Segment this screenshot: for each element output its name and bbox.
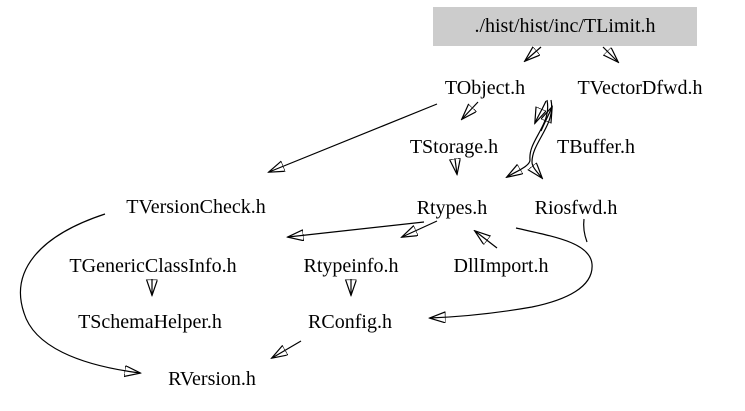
node-tbuffer-h[interactable]: TBuffer.h — [557, 136, 635, 158]
node-tgenericclassinfo-h[interactable]: TGenericClassInfo.h — [69, 255, 237, 277]
edge-dllimport-to-rtypes — [475, 231, 498, 249]
edge-tobject-to-riosfwd — [532, 99, 553, 178]
node-rversion-h[interactable]: RVersion.h — [168, 368, 256, 390]
edge-tobject-to-tbuffer — [535, 100, 547, 123]
edge-tstorage-to-rtypes — [455, 159, 457, 174]
edge-tobject-to-tversioncheck — [269, 103, 438, 172]
node-tvectordfwd-h[interactable]: TVectorDfwd.h — [577, 77, 703, 99]
edge-tlimit-to-tobject — [525, 47, 542, 61]
node-rtypes-h[interactable]: Rtypes.h — [416, 197, 488, 219]
edge-rtypes-to-tgenericclassinfo — [288, 221, 425, 237]
node-tschemahelper-h[interactable]: TSchemaHelper.h — [78, 311, 222, 333]
root-node-tlimit: ./hist/hist/inc/TLimit.h — [433, 7, 697, 46]
node-tstorage-h[interactable]: TStorage.h — [409, 136, 499, 158]
node-tversioncheck-h[interactable]: TVersionCheck.h — [126, 196, 266, 218]
node-riosfwd-h[interactable]: Riosfwd.h — [534, 197, 618, 219]
edge-tobject-to-tstorage — [462, 101, 479, 119]
node-rtypeinfo-h[interactable]: Rtypeinfo.h — [303, 255, 399, 277]
edge-tobject-to-rtypes — [507, 99, 549, 177]
edge-rconfig-to-rversion — [272, 340, 302, 358]
node-dllimport-h[interactable]: DllImport.h — [453, 255, 549, 277]
node-rconfig-h[interactable]: RConfig.h — [308, 311, 392, 333]
edge-tversioncheck-to-rversion — [19, 213, 140, 373]
edge-rtypes-to-rtypeinfo — [402, 220, 438, 237]
edge-riosfwd-to-rconfig — [430, 227, 593, 318]
edge-riosfwd-stub — [583, 218, 588, 243]
node-tobject-h[interactable]: TObject.h — [444, 77, 526, 99]
edge-tlimit-to-tvectordfwd — [603, 46, 618, 62]
